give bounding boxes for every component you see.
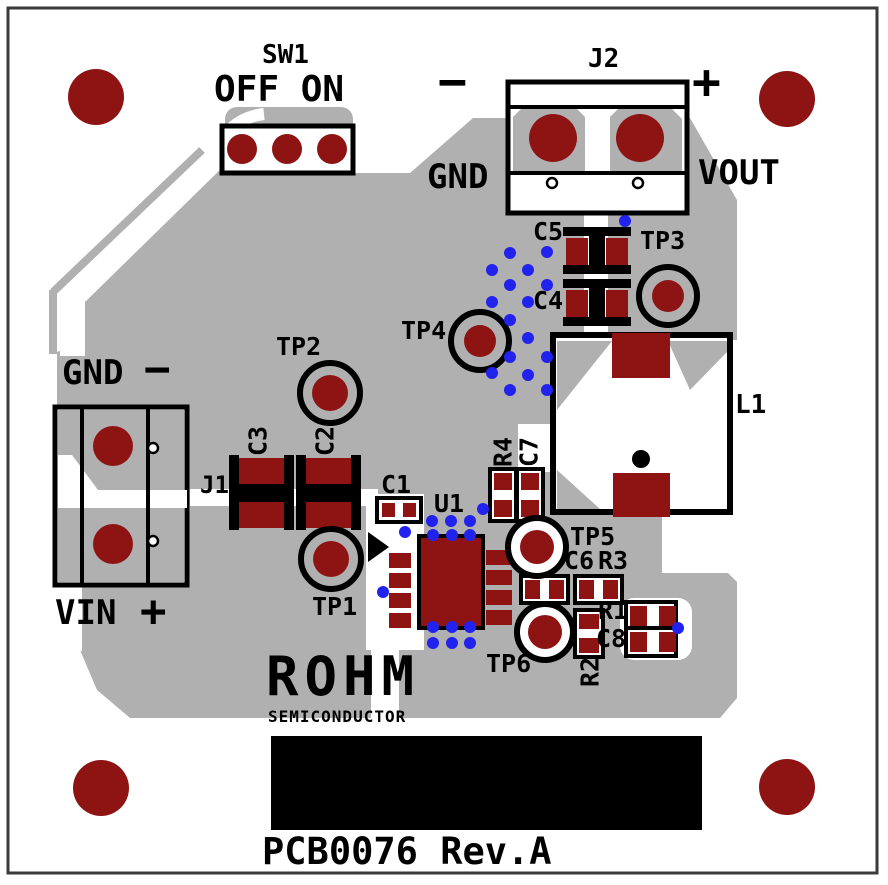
capacitor-c1-footprint bbox=[375, 496, 423, 524]
tp1-label: TP1 bbox=[312, 592, 358, 621]
j1-minus-label: − bbox=[144, 344, 171, 395]
tp5-label: TP5 bbox=[570, 522, 616, 551]
c6-label: C6 bbox=[564, 546, 595, 575]
capacitor-c7-footprint bbox=[515, 467, 545, 523]
testpoint-tp5 bbox=[505, 515, 569, 579]
j2-gnd-label: GND bbox=[427, 157, 489, 197]
mounting-hole-bottom-right bbox=[759, 759, 815, 815]
tp6-label: TP6 bbox=[486, 649, 532, 678]
c2-label: C2 bbox=[310, 425, 340, 457]
board-id-label: PCB0076 Rev.A bbox=[262, 830, 552, 873]
c7-label: C7 bbox=[514, 436, 544, 468]
resistor-r1-footprint bbox=[624, 600, 678, 632]
testpoint-tp3 bbox=[636, 264, 700, 328]
pin1-arrow-icon bbox=[368, 532, 389, 562]
ic-u1-footprint bbox=[368, 532, 512, 630]
testpoint-tp6 bbox=[514, 601, 576, 663]
resistor-r4-footprint bbox=[488, 467, 518, 523]
capacitor-c4-footprint bbox=[563, 279, 631, 326]
testpoint-tp4 bbox=[448, 309, 512, 373]
r4-label: R4 bbox=[488, 436, 518, 468]
label-area-bar bbox=[271, 736, 702, 830]
connector-j1-footprint bbox=[52, 404, 190, 588]
switch-sw1-footprint bbox=[219, 123, 356, 176]
r1-label: R1 bbox=[598, 596, 629, 625]
j1-gnd-label: GND bbox=[62, 353, 124, 393]
j2-vout-label: VOUT bbox=[698, 153, 780, 193]
sw1-off-on-label: OFF ON bbox=[214, 69, 345, 110]
mounting-hole-bottom-left bbox=[73, 760, 129, 816]
capacitor-c2-footprint bbox=[296, 455, 361, 530]
mounting-hole-top-left bbox=[68, 69, 124, 125]
vias bbox=[377, 215, 684, 649]
j2-plus-label: + bbox=[692, 54, 721, 110]
j2-minus-label: − bbox=[438, 54, 467, 110]
tp2-label: TP2 bbox=[276, 332, 322, 361]
connector-j2-footprint bbox=[505, 79, 690, 216]
capacitor-c6-footprint bbox=[519, 574, 570, 605]
c8-label: C8 bbox=[596, 624, 627, 653]
tp3-label: TP3 bbox=[640, 226, 686, 255]
capacitor-c8-footprint bbox=[624, 626, 678, 658]
mounting-hole-top-right bbox=[759, 71, 815, 127]
c3-label: C3 bbox=[243, 425, 273, 457]
j1-plus-label: + bbox=[140, 586, 167, 637]
testpoint-tp2 bbox=[297, 360, 363, 426]
rohm-logo: ROHM bbox=[266, 645, 421, 708]
resistor-r3-footprint bbox=[573, 574, 624, 605]
c1-label: C1 bbox=[381, 470, 412, 499]
r2-label: R2 bbox=[575, 656, 605, 688]
capacitor-c3-footprint bbox=[229, 455, 294, 530]
u1-label: U1 bbox=[434, 489, 465, 518]
inductor-l1-footprint bbox=[550, 332, 733, 517]
j1-vin-label: VIN bbox=[55, 593, 117, 633]
resistor-r2-footprint bbox=[573, 608, 605, 659]
j2-ref-label: J2 bbox=[588, 44, 620, 74]
rohm-logo-subtitle: SEMICONDUCTOR bbox=[268, 707, 407, 726]
testpoint-tp1 bbox=[298, 526, 364, 592]
c5-label: C5 bbox=[533, 217, 564, 246]
r3-label: R3 bbox=[598, 546, 629, 575]
sw1-ref-label: SW1 bbox=[262, 40, 309, 70]
mounting-holes bbox=[68, 69, 815, 816]
j1-ref-label: J1 bbox=[200, 471, 229, 499]
test-points bbox=[297, 264, 700, 663]
l1-label: L1 bbox=[735, 390, 767, 420]
tp4-label: TP4 bbox=[401, 316, 447, 345]
c4-label: C4 bbox=[533, 286, 564, 315]
capacitor-c5-footprint bbox=[563, 227, 631, 274]
